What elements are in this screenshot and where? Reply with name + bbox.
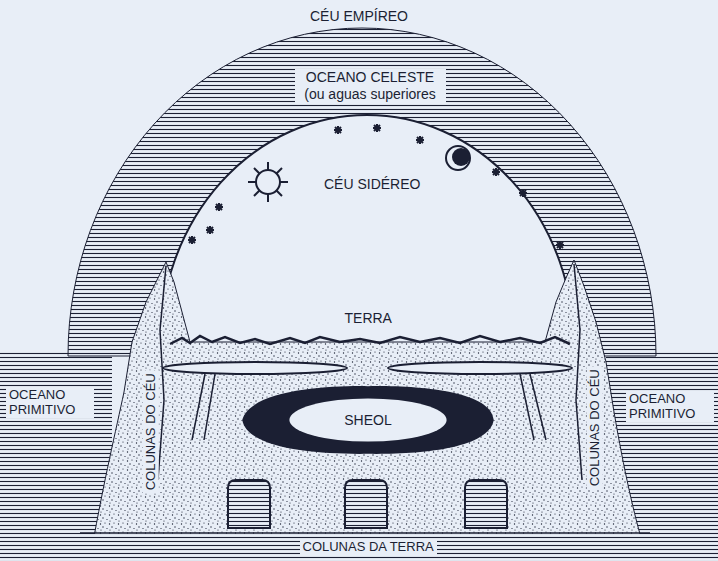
earth-stipple — [92, 260, 644, 548]
region-label: TERRA — [342, 310, 395, 327]
column-label: COLUNAS DO CÉU — [586, 366, 602, 489]
region-label: CÉU EMPÍREO — [307, 8, 411, 25]
earth-pillars — [228, 480, 507, 528]
column-label: COLUNAS DA TERRA — [300, 539, 437, 555]
region-label: OCEANO CELESTE (ou aguas superiores — [295, 69, 446, 103]
sun-symbol — [248, 162, 288, 202]
moon-symbol — [446, 146, 470, 170]
region-label: CÉU SIDÉREO — [321, 176, 423, 193]
earth-body — [92, 260, 644, 548]
stars — [188, 124, 564, 249]
sheol-oval: SHEOL — [237, 384, 499, 456]
column-lines — [158, 264, 582, 480]
base-line — [80, 532, 650, 534]
node-label: SHEOL — [344, 412, 391, 429]
column-label: COLUNAS DO CÉU — [142, 370, 158, 493]
earth-surface — [170, 336, 570, 344]
bottom-waters — [0, 534, 718, 561]
ocean-label: OCEANO PRIMITIVO — [6, 387, 94, 418]
ocean-label: OCEANO PRIMITIVO — [626, 391, 714, 422]
firmament-dome — [160, 115, 574, 346]
